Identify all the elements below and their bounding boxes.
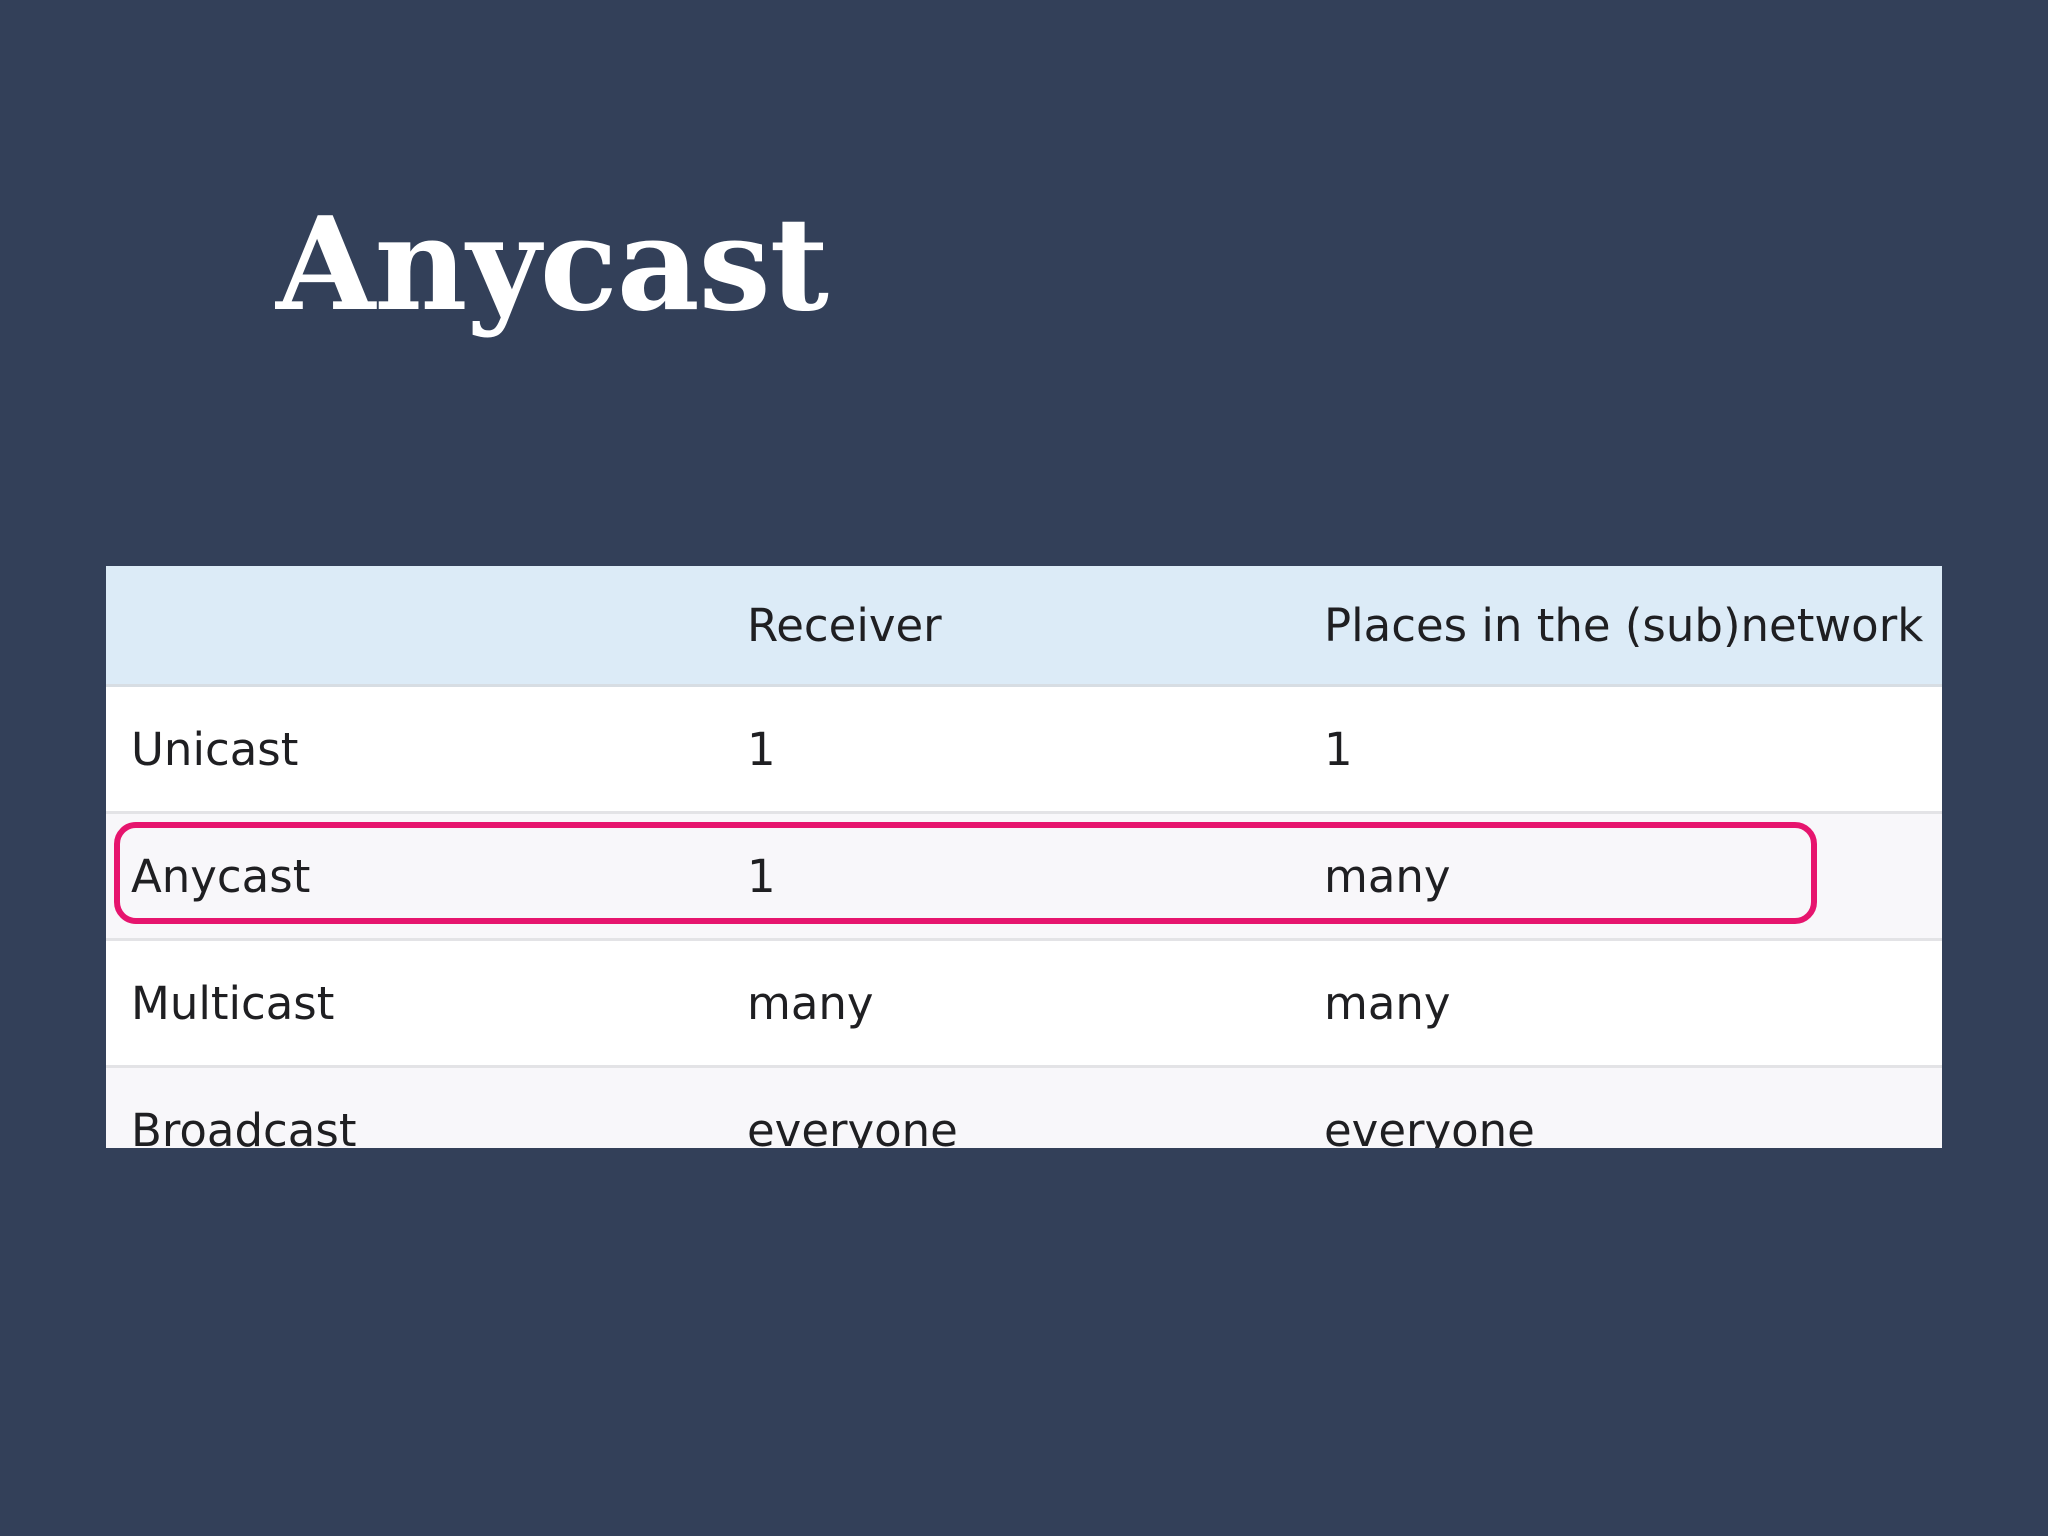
- table-header-row: Receiver Places in the (sub)network: [106, 566, 1942, 687]
- places-value: many: [1324, 976, 1451, 1030]
- places-value: 1: [1324, 722, 1353, 776]
- row-label: Anycast: [131, 849, 311, 903]
- receiver-value: 1: [747, 722, 776, 776]
- table-row-anycast: Anycast 1 many: [106, 814, 1942, 941]
- comparison-table: Receiver Places in the (sub)network Unic…: [106, 566, 1942, 1148]
- header-cell-places: Places in the (sub)network: [1324, 598, 1924, 652]
- row-label: Multicast: [131, 976, 335, 1030]
- receiver-value: many: [747, 976, 874, 1030]
- row-label: Unicast: [131, 722, 299, 776]
- places-value: everyone: [1324, 1103, 1535, 1149]
- receiver-value: 1: [747, 849, 776, 903]
- receiver-value: everyone: [747, 1103, 958, 1149]
- header-cell-receiver: Receiver: [747, 598, 942, 652]
- table-row-broadcast: Broadcast everyone everyone: [106, 1068, 1942, 1148]
- table-row-multicast: Multicast many many: [106, 941, 1942, 1068]
- places-value: many: [1324, 849, 1451, 903]
- table-row-unicast: Unicast 1 1: [106, 687, 1942, 814]
- slide-title: Anycast: [276, 190, 829, 340]
- row-label: Broadcast: [131, 1103, 357, 1149]
